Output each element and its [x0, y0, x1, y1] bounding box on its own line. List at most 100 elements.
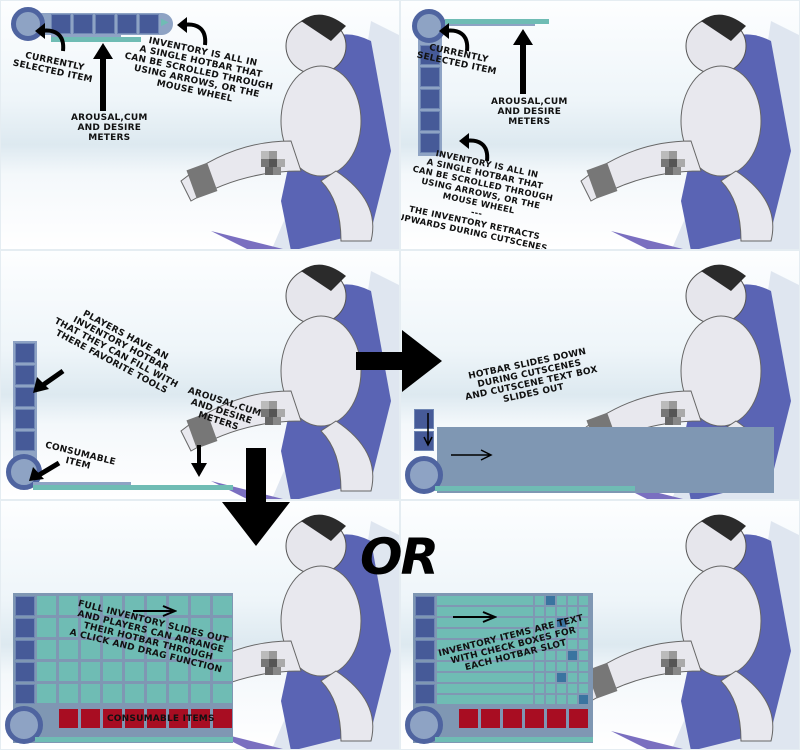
inventory-cell[interactable]	[59, 596, 78, 615]
hotbar-slot[interactable]	[420, 133, 440, 153]
checkbox[interactable]	[557, 596, 566, 605]
inventory-text-row[interactable]	[437, 607, 533, 616]
checkbox[interactable]	[568, 662, 577, 671]
scroll-right-arrow-icon[interactable]: ▶	[161, 17, 169, 28]
inventory-text-row[interactable]	[437, 596, 533, 605]
checkbox[interactable]	[579, 684, 588, 693]
inventory-cell[interactable]	[213, 662, 232, 681]
inventory-cell[interactable]	[37, 618, 56, 637]
consumable-slot[interactable]	[213, 709, 232, 728]
checkbox[interactable]	[568, 618, 577, 627]
hotbar-slot[interactable]	[415, 640, 435, 660]
inventory-cell[interactable]	[103, 640, 122, 659]
checkbox[interactable]	[535, 651, 544, 660]
checkbox[interactable]	[579, 662, 588, 671]
inventory-cell[interactable]	[37, 596, 56, 615]
checkbox[interactable]	[546, 640, 555, 649]
checkbox[interactable]	[546, 618, 555, 627]
inventory-text-row[interactable]	[437, 618, 533, 627]
hotbar-slot[interactable]	[420, 45, 440, 65]
inventory-cell[interactable]	[81, 618, 100, 637]
hotbar-slot[interactable]	[420, 67, 440, 87]
checkbox[interactable]	[579, 629, 588, 638]
hotbar-slot[interactable]	[95, 14, 115, 34]
consumable-slot[interactable]	[459, 709, 478, 728]
checkbox[interactable]	[535, 607, 544, 616]
consumable-slot[interactable]	[103, 709, 122, 728]
checkbox[interactable]	[546, 684, 555, 693]
hotbar-slot[interactable]	[117, 14, 137, 34]
consumable-slot[interactable]	[569, 709, 588, 728]
inventory-cell[interactable]	[103, 684, 122, 703]
consumable-slot[interactable]	[481, 709, 500, 728]
inventory-cell[interactable]	[37, 662, 56, 681]
checkbox[interactable]	[535, 684, 544, 693]
inventory-text-row[interactable]	[437, 651, 533, 660]
inventory-cell[interactable]	[147, 618, 166, 637]
checkbox[interactable]	[535, 596, 544, 605]
inventory-cell[interactable]	[191, 596, 210, 615]
inventory-cell[interactable]	[213, 596, 232, 615]
checkbox[interactable]	[535, 662, 544, 671]
checkbox-checked[interactable]	[546, 596, 555, 605]
inventory-cell[interactable]	[191, 640, 210, 659]
checkbox[interactable]	[557, 640, 566, 649]
hotbar-slot[interactable]	[15, 596, 35, 616]
checkbox[interactable]	[557, 629, 566, 638]
checkbox[interactable]	[579, 651, 588, 660]
checkbox[interactable]	[546, 662, 555, 671]
checkbox-checked[interactable]	[557, 618, 566, 627]
inventory-cell[interactable]	[81, 662, 100, 681]
consumable-slot[interactable]	[125, 709, 144, 728]
hotbar-slot[interactable]	[15, 684, 35, 704]
inventory-cell[interactable]	[191, 618, 210, 637]
checkbox[interactable]	[535, 673, 544, 682]
checkbox[interactable]	[579, 640, 588, 649]
inventory-text-row[interactable]	[437, 640, 533, 649]
checkbox[interactable]	[557, 607, 566, 616]
consumable-slot[interactable]	[525, 709, 544, 728]
inventory-cell[interactable]	[125, 618, 144, 637]
hotbar-slot[interactable]	[15, 431, 35, 451]
consumable-slot[interactable]	[547, 709, 566, 728]
hotbar-slot[interactable]	[415, 618, 435, 638]
hotbar-slot[interactable]	[414, 431, 434, 451]
checkbox[interactable]	[535, 629, 544, 638]
inventory-cell[interactable]	[147, 662, 166, 681]
inventory-cell[interactable]	[147, 684, 166, 703]
hotbar-slot[interactable]	[420, 111, 440, 131]
checkbox[interactable]	[568, 629, 577, 638]
checkbox[interactable]	[579, 673, 588, 682]
checkbox[interactable]	[535, 640, 544, 649]
hotbar-slot[interactable]	[414, 409, 434, 429]
inventory-cell[interactable]	[59, 684, 78, 703]
inventory-cell[interactable]	[37, 684, 56, 703]
hotbar-slot[interactable]	[15, 365, 35, 385]
hotbar-slot[interactable]	[73, 14, 93, 34]
selected-item-slot[interactable]	[11, 7, 45, 41]
inventory-text-row[interactable]	[437, 684, 533, 693]
selected-item-slot[interactable]	[405, 706, 443, 744]
checkbox[interactable]	[557, 684, 566, 693]
inventory-cell[interactable]	[169, 662, 188, 681]
hotbar-slot[interactable]	[15, 387, 35, 407]
inventory-cell[interactable]	[81, 684, 100, 703]
checkbox[interactable]	[568, 607, 577, 616]
inventory-text-row[interactable]	[437, 662, 533, 671]
inventory-cell[interactable]	[59, 640, 78, 659]
checkbox[interactable]	[557, 651, 566, 660]
hotbar-slot[interactable]	[415, 662, 435, 682]
inventory-cell[interactable]	[37, 640, 56, 659]
inventory-text-row[interactable]	[437, 629, 533, 638]
inventory-cell[interactable]	[191, 684, 210, 703]
inventory-cell[interactable]	[147, 640, 166, 659]
checkbox[interactable]	[546, 673, 555, 682]
consumable-slot[interactable]	[191, 709, 210, 728]
inventory-cell[interactable]	[213, 618, 232, 637]
hotbar-slot[interactable]	[15, 343, 35, 363]
inventory-cell[interactable]	[213, 684, 232, 703]
inventory-cell[interactable]	[103, 596, 122, 615]
hotbar-slot[interactable]	[15, 618, 35, 638]
consumable-slot[interactable]	[147, 709, 166, 728]
inventory-cell[interactable]	[103, 618, 122, 637]
